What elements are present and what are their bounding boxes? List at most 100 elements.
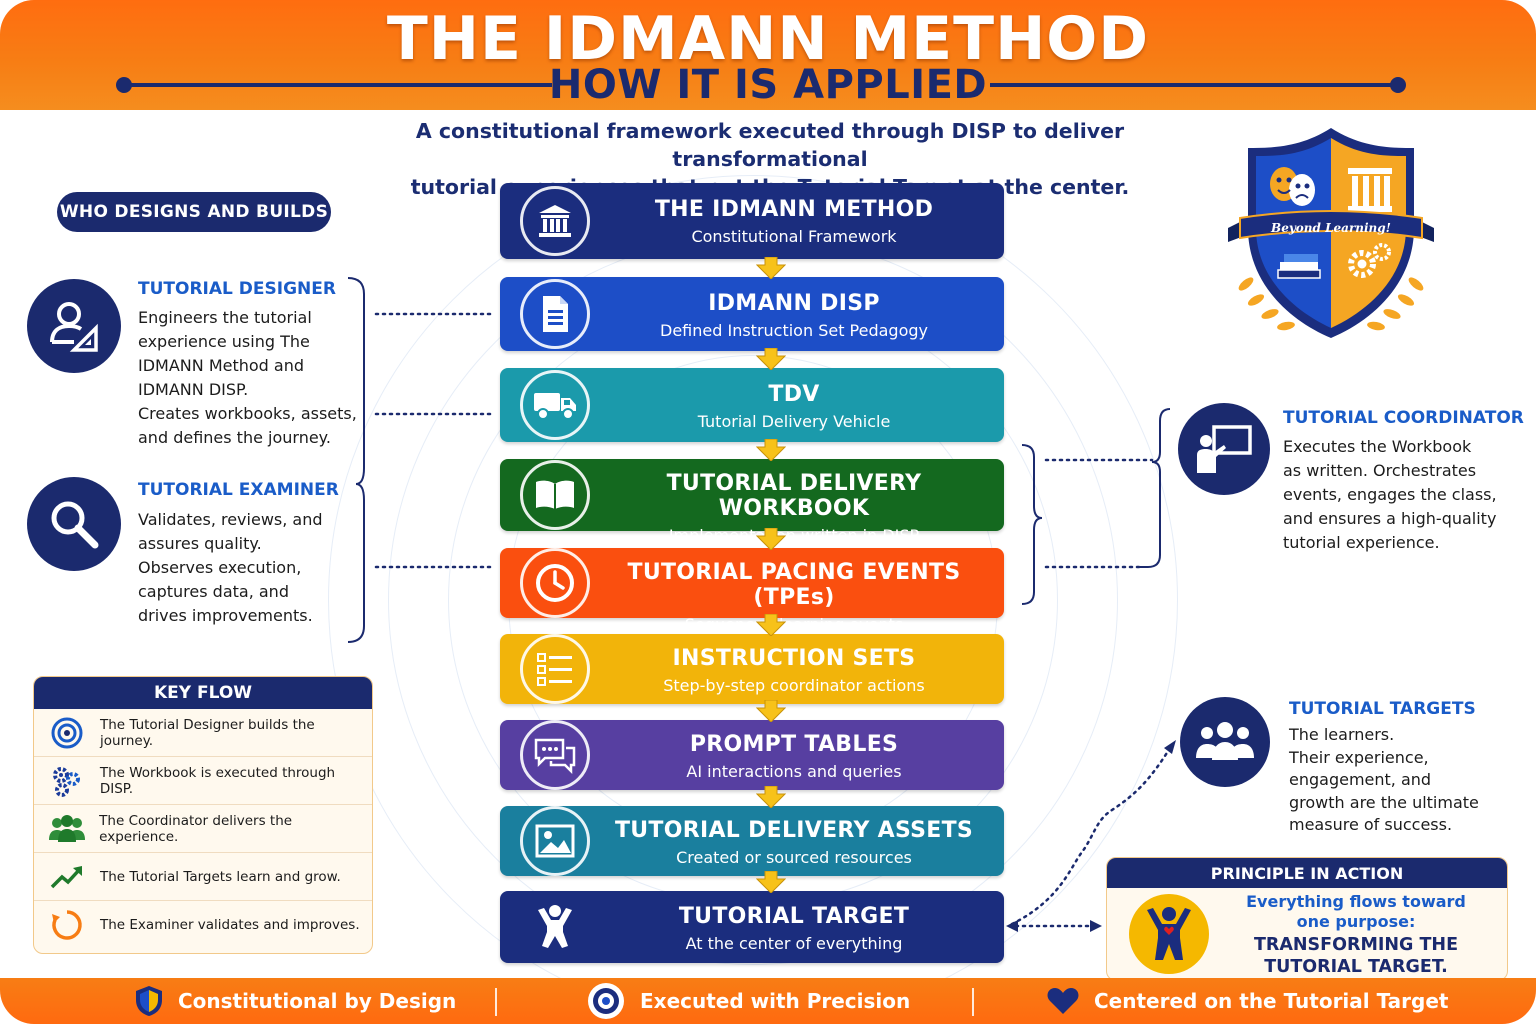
footer-item-centered: Centered on the Tutorial Target <box>1046 978 1448 1024</box>
stack-title: INSTRUCTION SETS <box>672 646 916 671</box>
learners-group-icon <box>1196 722 1254 760</box>
gears-icon <box>52 766 80 797</box>
stack-box-tdv: TDV Tutorial Delivery Vehicle <box>500 368 1004 442</box>
page-title: THE IDMANN METHOD <box>386 4 1150 74</box>
targets-line: measure of success. <box>1289 815 1453 834</box>
stack-box-instruction-sets: INSTRUCTION SETS Step-by-step coordinato… <box>500 634 1004 704</box>
person-cheering-icon <box>520 892 590 962</box>
dotted-connector-curve <box>1010 746 1172 926</box>
stack-text: THE IDMANN METHOD Constitutional Framewo… <box>592 197 996 246</box>
bullseye-icon <box>588 983 624 1019</box>
designer-title: TUTORIAL DESIGNER <box>138 279 336 299</box>
targets-avatar <box>1180 697 1270 787</box>
stack-box-idmann-method: THE IDMANN METHOD Constitutional Framewo… <box>500 183 1004 259</box>
stack-subtitle: Step-by-step coordinator actions <box>663 676 925 695</box>
flow-arrow-icon <box>756 700 786 722</box>
stack-subtitle: At the center of everything <box>685 934 903 953</box>
right-bracket-inner <box>1021 444 1043 605</box>
stack-box-tutorial-target: TUTORIAL TARGET At the center of everyth… <box>500 891 1004 963</box>
book-icon <box>520 460 590 530</box>
key-flow-text: The Tutorial Targets learn and grow. <box>100 868 341 885</box>
chat-icon <box>520 720 590 790</box>
targets-description: The learners. Their experience, engageme… <box>1289 724 1479 837</box>
trend-up-icon <box>50 865 82 888</box>
stack-box-pacing-events: TUTORIAL PACING EVENTS (TPEs) Sequenced … <box>500 548 1004 634</box>
tagline-line-1: A constitutional framework executed thro… <box>415 119 1125 171</box>
magnifier-icon <box>51 501 99 549</box>
key-flow-text: The Examiner validates and improves. <box>100 917 360 933</box>
group-icon <box>48 814 85 842</box>
footer-banner: Constitutional by Design Executed with P… <box>0 978 1536 1024</box>
footer-label: Centered on the Tutorial Target <box>1094 989 1449 1013</box>
header-rule-dot <box>116 77 132 93</box>
header-rule-right <box>990 83 1398 87</box>
connector-arrowhead <box>1006 920 1018 932</box>
designer-avatar <box>27 279 121 373</box>
stack-text: TUTORIAL DELIVERY WORKBOOK Implementatio… <box>592 471 996 545</box>
principle-panel: PRINCIPLE IN ACTION Everything flows tow… <box>1106 857 1508 981</box>
coordinator-description: Executes the Workbook as written. Orches… <box>1283 435 1497 555</box>
truck-icon <box>520 370 590 440</box>
designer-line: and defines the journey. <box>138 428 331 447</box>
stack-title: TUTORIAL DELIVERY ASSETS <box>614 818 974 843</box>
stack-text: TUTORIAL PACING EVENTS (TPEs) Sequenced … <box>592 560 996 634</box>
stack-text: IDMANN DISP Defined Instruction Set Peda… <box>592 291 996 340</box>
footer-label: Constitutional by Design <box>178 989 457 1013</box>
stack-box-delivery-assets: TUTORIAL DELIVERY ASSETS Created or sour… <box>500 806 1004 876</box>
list-item: The Workbook is executed through DISP. <box>34 757 372 805</box>
background-ring <box>328 175 1178 1024</box>
coordinator-line: tutorial experience. <box>1283 533 1440 552</box>
examiner-line: assures quality. <box>138 534 262 553</box>
left-bracket <box>347 277 365 643</box>
stack-box-workbook: TUTORIAL DELIVERY WORKBOOK Implementatio… <box>500 459 1004 545</box>
stack-text: PROMPT TABLES AI interactions and querie… <box>592 732 996 781</box>
examiner-line: captures data, and <box>138 582 289 601</box>
list-item: The Tutorial Designer builds the journey… <box>34 709 372 757</box>
page-subtitle: HOW IT IS APPLIED <box>548 62 988 108</box>
principle-title: PRINCIPLE IN ACTION <box>1107 858 1507 888</box>
cycle-icon <box>52 910 82 940</box>
stack-title: THE IDMANN METHOD <box>654 197 934 222</box>
designer-description: Engineers the tutorial experience using … <box>138 306 357 450</box>
principle-person-icon <box>1129 894 1209 974</box>
flow-arrow-icon <box>756 348 786 370</box>
coordinator-line: and ensures a high-quality <box>1283 509 1497 528</box>
examiner-title: TUTORIAL EXAMINER <box>138 480 339 500</box>
principle-line: Everything flows toward <box>1246 892 1466 911</box>
examiner-avatar <box>27 477 121 571</box>
heart-icon <box>1047 988 1079 1014</box>
designer-line: IDMANN DISP. <box>138 380 249 399</box>
crest-emblem: Beyond Learning! <box>1222 124 1440 350</box>
targets-line: Their experience, <box>1289 747 1429 767</box>
image-icon <box>520 806 590 876</box>
stack-subtitle: Constitutional Framework <box>691 227 897 246</box>
designer-line: Engineers the tutorial <box>138 308 312 327</box>
examiner-line: drives improvements. <box>138 606 313 625</box>
principle-purpose: TRANSFORMING THE TUTORIAL TARGET. <box>1225 934 1487 978</box>
footer-label: Executed with Precision <box>640 989 911 1013</box>
footer-divider <box>972 988 974 1016</box>
designer-line: experience using The <box>138 332 310 351</box>
stack-subtitle: Created or sourced resources <box>676 848 912 867</box>
stack-title: TUTORIAL PACING EVENTS (TPEs) <box>627 560 961 610</box>
stack-subtitle: Implementation written in DISP <box>668 526 920 545</box>
coordinator-line: Executes the Workbook <box>1283 437 1472 456</box>
list-item: The Coordinator delivers the experience. <box>34 805 372 853</box>
flow-arrow-icon <box>756 614 786 636</box>
stack-subtitle: Sequenced learning events <box>684 615 904 634</box>
header-banner: THE IDMANN METHOD HOW IT IS APPLIED <box>0 0 1536 110</box>
key-flow-title: KEY FLOW <box>34 677 372 709</box>
crest-banner-text: Beyond Learning! <box>1270 221 1391 235</box>
examiner-description: Validates, reviews, and assures quality.… <box>138 508 323 628</box>
who-designs-badge: WHO DESIGNS AND BUILDS <box>57 192 331 232</box>
header-rule-dot <box>1390 77 1406 93</box>
target-icon <box>51 717 83 748</box>
key-flow-text: The Workbook is executed through DISP. <box>99 764 336 797</box>
key-flow-panel: KEY FLOW The Tutorial Designer builds th… <box>33 676 373 954</box>
coordinator-line: as written. Orchestrates <box>1283 461 1477 480</box>
stack-subtitle: Tutorial Delivery Vehicle <box>697 412 891 431</box>
list-item: The Tutorial Targets learn and grow. <box>34 853 372 901</box>
coordinator-line: events, engages the class, <box>1283 485 1497 504</box>
courthouse-icon <box>520 186 590 256</box>
